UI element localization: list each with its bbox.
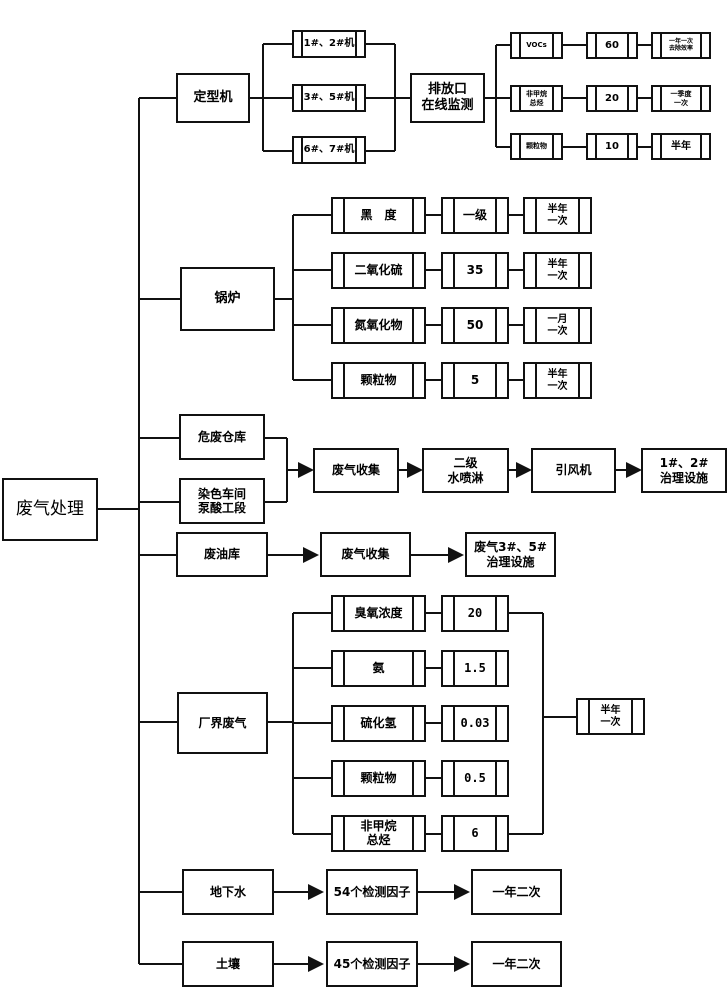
pollutant-node: 臭氧浓度 bbox=[331, 595, 426, 632]
setting-machine-node: 定型机 bbox=[176, 73, 250, 123]
limit-node: 20 bbox=[586, 85, 638, 112]
frequency-node: 一月 一次 bbox=[523, 307, 592, 344]
frequency-node: 半年 bbox=[651, 133, 711, 160]
boiler-node: 锅炉 bbox=[180, 267, 275, 331]
limit-node: 50 bbox=[441, 307, 509, 344]
pollutant-node: 硫化氢 bbox=[331, 705, 426, 742]
limit-node: 6 bbox=[441, 815, 509, 852]
pollutant-node: 氮氧化物 bbox=[331, 307, 426, 344]
gas-collection-node: 废气收集 bbox=[313, 448, 399, 493]
machine-node: 6#、7#机 bbox=[292, 136, 366, 164]
limit-node: 0.5 bbox=[441, 760, 509, 797]
pollutant-node: 颗粒物 bbox=[331, 760, 426, 797]
soil-factors-node: 45个检测因子 bbox=[326, 941, 418, 987]
pollutant-node: 颗粒物 bbox=[510, 133, 563, 160]
treatment-facility-node: 废气3#、5# 治理设施 bbox=[465, 532, 556, 577]
frequency-node: 半年 一次 bbox=[576, 698, 645, 735]
soil-frequency-node: 一年二次 bbox=[471, 941, 562, 987]
frequency-node: 半年 一次 bbox=[523, 252, 592, 289]
dyeing-workshop-node: 染色车间 泵酸工段 bbox=[179, 478, 265, 524]
groundwater-node: 地下水 bbox=[182, 869, 274, 915]
pollutant-node: 非甲烷 总烃 bbox=[331, 815, 426, 852]
hazardous-warehouse-node: 危废仓库 bbox=[179, 414, 265, 460]
frequency-node: 一年一次 去除效率 bbox=[651, 32, 711, 59]
pollutant-node: 二氧化硫 bbox=[331, 252, 426, 289]
limit-node: 0.03 bbox=[441, 705, 509, 742]
pollutant-node: VOCs bbox=[510, 32, 563, 59]
limit-node: 一级 bbox=[441, 197, 509, 234]
frequency-node: 半年 一次 bbox=[523, 362, 592, 399]
machine-node: 1#、2#机 bbox=[292, 30, 366, 58]
limit-node: 20 bbox=[441, 595, 509, 632]
limit-node: 10 bbox=[586, 133, 638, 160]
boundary-gas-node: 厂界废气 bbox=[177, 692, 268, 754]
groundwater-factors-node: 54个检测因子 bbox=[326, 869, 418, 915]
groundwater-frequency-node: 一年二次 bbox=[471, 869, 562, 915]
pollutant-node: 颗粒物 bbox=[331, 362, 426, 399]
limit-node: 35 bbox=[441, 252, 509, 289]
pollutant-node: 黑 度 bbox=[331, 197, 426, 234]
online-monitor-node: 排放口 在线监测 bbox=[410, 73, 485, 123]
soil-node: 土壤 bbox=[182, 941, 274, 987]
oil-store-node: 废油库 bbox=[176, 532, 268, 577]
frequency-node: 半年 一次 bbox=[523, 197, 592, 234]
water-spray-node: 二级 水喷淋 bbox=[422, 448, 509, 493]
gas-collection-node: 废气收集 bbox=[320, 532, 411, 577]
pollutant-node: 氨 bbox=[331, 650, 426, 687]
root-node: 废气处理 bbox=[2, 478, 98, 541]
limit-node: 1.5 bbox=[441, 650, 509, 687]
limit-node: 5 bbox=[441, 362, 509, 399]
limit-node: 60 bbox=[586, 32, 638, 59]
pollutant-node: 非甲烷 总烃 bbox=[510, 85, 563, 112]
treatment-facility-node: 1#、2# 治理设施 bbox=[641, 448, 727, 493]
frequency-node: 一季度 一次 bbox=[651, 85, 711, 112]
machine-node: 3#、5#机 bbox=[292, 84, 366, 112]
induced-fan-node: 引风机 bbox=[531, 448, 616, 493]
